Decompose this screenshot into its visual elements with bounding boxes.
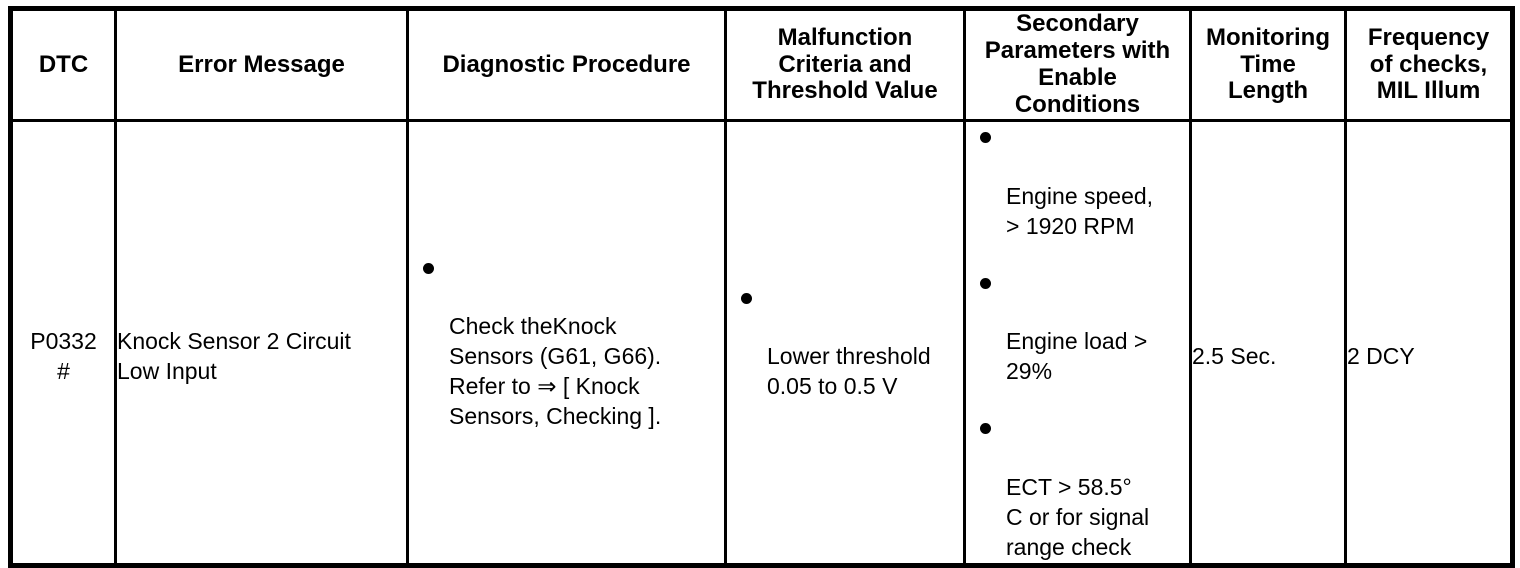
list-item: Engine speed, > 1920 RPM: [966, 122, 1189, 242]
list-item: Lower threshold 0.05 to 0.5 V: [727, 283, 963, 403]
bullet-icon: [980, 132, 991, 143]
malfunction-criteria-item-text: Lower threshold 0.05 to 0.5 V: [767, 343, 931, 400]
cell-frequency-of-checks: 2 DCY: [1344, 119, 1514, 567]
column-header-malfunction-criteria: Malfunction Criteria and Threshold Value: [724, 7, 966, 122]
cell-monitoring-time-length: 2.5 Sec.: [1189, 119, 1347, 567]
secondary-parameter-item-text: Engine load > 29%: [1006, 328, 1148, 385]
secondary-parameters-list: Engine speed, > 1920 RPM Engine load > 2…: [966, 122, 1189, 563]
frequency-of-checks-value: 2 DCY: [1347, 343, 1415, 370]
malfunction-criteria-list: Lower threshold 0.05 to 0.5 V: [727, 283, 963, 403]
secondary-parameter-item-text: Engine speed, > 1920 RPM: [1006, 182, 1154, 239]
list-item: Engine load > 29%: [966, 268, 1189, 388]
error-message-text: Knock Sensor 2 Circuit Low Input: [117, 328, 351, 385]
column-header-error-message: Error Message: [114, 7, 409, 122]
monitoring-time-length-value: 2.5 Sec.: [1192, 343, 1277, 370]
cell-dtc: P0332 #: [9, 119, 117, 567]
dtc-diagnostics-table: DTC Error Message Diagnostic Procedure M…: [8, 6, 1515, 568]
dtc-code: P0332 #: [30, 328, 97, 385]
column-header-error-message-label: Error Message: [178, 50, 345, 78]
document-page: DTC Error Message Diagnostic Procedure M…: [8, 6, 1515, 568]
column-header-secondary-parameters-label: Secondary Parameters with Enable Conditi…: [984, 10, 1171, 118]
table-body: P0332 # Knock Sensor 2 Circuit Low Input…: [9, 119, 1514, 567]
list-item: Check theKnock Sensors (G61, G66). Refer…: [409, 253, 724, 432]
bullet-icon: [741, 292, 752, 304]
table-header: DTC Error Message Diagnostic Procedure M…: [9, 7, 1514, 122]
column-header-dtc: DTC: [9, 7, 117, 122]
column-header-dtc-label: DTC: [38, 50, 89, 78]
column-header-monitoring-time-label: Monitoring Time Length: [1206, 23, 1330, 105]
column-header-diagnostic-procedure-label: Diagnostic Procedure: [442, 50, 691, 78]
cell-secondary-parameters: Engine speed, > 1920 RPM Engine load > 2…: [963, 119, 1192, 567]
table-row: P0332 # Knock Sensor 2 Circuit Low Input…: [9, 119, 1514, 567]
diagnostic-procedure-list: Check theKnock Sensors (G61, G66). Refer…: [409, 253, 724, 432]
column-header-malfunction-criteria-label: Malfunction Criteria and Threshold Value: [752, 23, 938, 105]
bullet-icon: [980, 423, 991, 435]
column-header-frequency-of-checks: Frequency of checks, MIL Illum: [1344, 7, 1514, 122]
cell-error-message: Knock Sensor 2 Circuit Low Input: [114, 119, 409, 567]
bullet-icon: [980, 277, 991, 289]
cell-malfunction-criteria: Lower threshold 0.05 to 0.5 V: [724, 119, 966, 567]
column-header-diagnostic-procedure: Diagnostic Procedure: [406, 7, 727, 122]
list-item: ECT > 58.5° C or for signal range check: [966, 413, 1189, 562]
column-header-secondary-parameters: Secondary Parameters with Enable Conditi…: [963, 7, 1192, 122]
diagnostic-procedure-item-text: Check theKnock Sensors (G61, G66). Refer…: [449, 313, 662, 430]
header-row: DTC Error Message Diagnostic Procedure M…: [9, 7, 1514, 122]
cell-diagnostic-procedure: Check theKnock Sensors (G61, G66). Refer…: [406, 119, 727, 567]
secondary-parameter-item-text: ECT > 58.5° C or for signal range check: [1006, 473, 1150, 560]
column-header-monitoring-time: Monitoring Time Length: [1189, 7, 1347, 122]
bullet-icon: [423, 262, 434, 274]
column-header-frequency-of-checks-label: Frequency of checks, MIL Illum: [1367, 23, 1490, 105]
